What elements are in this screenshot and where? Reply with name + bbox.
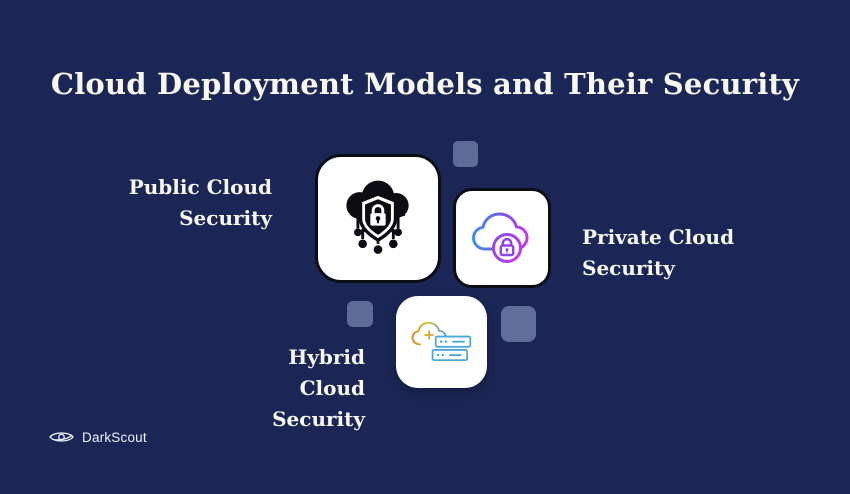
decor-square — [453, 141, 478, 167]
hybrid-cloud-card — [396, 296, 487, 388]
public-cloud-label: Public Cloud Security — [92, 172, 272, 234]
private-cloud-label-line1: Private Cloud — [582, 225, 735, 249]
decor-square — [347, 301, 373, 327]
private-cloud-label: Private Cloud Security — [582, 222, 762, 284]
page-title: Cloud Deployment Models and Their Securi… — [50, 67, 800, 102]
hybrid-cloud-label: Hybrid Cloud Security — [225, 342, 365, 435]
hybrid-cloud-label-line1: Hybrid Cloud — [288, 345, 365, 400]
brand-name: DarkScout — [82, 429, 147, 445]
eye-logo-icon — [48, 429, 75, 445]
cloud-servers-gradient-icon — [409, 316, 475, 369]
decor-square — [501, 306, 536, 342]
private-cloud-label-line2: Security — [582, 256, 675, 280]
public-cloud-card — [315, 154, 441, 283]
hybrid-cloud-label-line2: Security — [272, 407, 365, 431]
cloud-padlock-gradient-icon — [467, 200, 537, 276]
public-cloud-label-line2: Security — [179, 206, 272, 230]
brand-footer: DarkScout — [48, 429, 147, 445]
public-cloud-label-line1: Public Cloud — [128, 175, 272, 199]
cloud-shield-lock-icon — [332, 171, 424, 267]
private-cloud-card — [453, 188, 551, 288]
